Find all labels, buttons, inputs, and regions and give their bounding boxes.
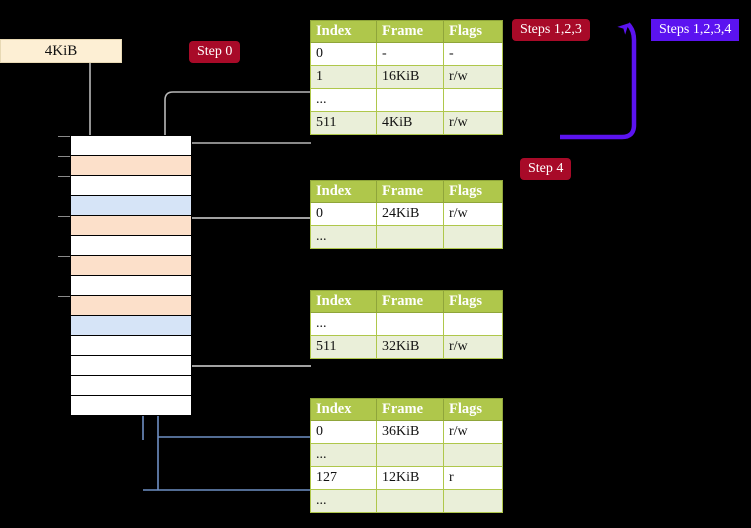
column-header-flags: Flags: [443, 180, 503, 203]
memory-frame-row: [71, 196, 191, 216]
memory-frame-row: [71, 376, 191, 396]
memory-tick: [58, 256, 71, 257]
table-cell: 511: [310, 335, 377, 359]
table-cell: 12KiB: [376, 466, 444, 490]
table-cell: 36KiB: [376, 420, 444, 444]
table-cell: r/w: [443, 420, 503, 444]
table-row: 0--: [310, 42, 503, 66]
memory-frame-row: [71, 176, 191, 196]
column-header-index: Index: [310, 180, 377, 203]
memory-frame-row: [71, 236, 191, 256]
table-cell: 4KiB: [376, 111, 444, 135]
table-cell: 511: [310, 111, 377, 135]
column-header-index: Index: [310, 290, 377, 313]
memory-frame-row: [71, 356, 191, 376]
badge-step-4: Step 4: [520, 158, 572, 180]
table-cell: ...: [310, 225, 377, 249]
table-cell: [376, 88, 444, 112]
table-cell: [376, 312, 444, 336]
column-header-index: Index: [310, 398, 377, 421]
table-cell: 0: [310, 420, 377, 444]
table-cell: [443, 489, 503, 513]
memory-frame-row: [71, 216, 191, 236]
table-cell: [443, 88, 503, 112]
badge-steps-123: Steps 1,2,3: [512, 19, 590, 41]
table-cell: ...: [310, 312, 377, 336]
memory-tick: [58, 176, 71, 177]
table-cell: 127: [310, 466, 377, 490]
memory-frame-row: [71, 156, 191, 176]
table-cell: ...: [310, 443, 377, 467]
table-cell: [443, 443, 503, 467]
memory-frame-row: [71, 396, 191, 416]
column-header-frame: Frame: [376, 180, 444, 203]
column-header-frame: Frame: [376, 20, 444, 43]
memory-size-box: 4KiB: [0, 39, 122, 63]
memory-frame-row: [71, 136, 191, 156]
table-cell: [376, 489, 444, 513]
column-header-frame: Frame: [376, 398, 444, 421]
memory-frame-row: [71, 296, 191, 316]
table-cell: [376, 225, 444, 249]
table-cell: 24KiB: [376, 202, 444, 226]
table-cell: 0: [310, 42, 377, 66]
memory-tick: [58, 216, 71, 217]
table-cell: 0: [310, 202, 377, 226]
table-cell: [376, 443, 444, 467]
column-header-flags: Flags: [443, 20, 503, 43]
column-header-frame: Frame: [376, 290, 444, 313]
memory-tick: [58, 296, 71, 297]
table-cell: r/w: [443, 202, 503, 226]
table-cell: [443, 312, 503, 336]
table-cell: -: [443, 42, 503, 66]
memory-frame-row: [71, 256, 191, 276]
memory-frame-row: [71, 336, 191, 356]
table-cell: ...: [310, 489, 377, 513]
badge-steps-1234: Steps 1,2,3,4: [651, 19, 740, 41]
table-cell: ...: [310, 88, 377, 112]
memory-frame-row: [71, 316, 191, 336]
badge-step-0: Step 0: [189, 41, 241, 63]
table-row: ...: [310, 225, 503, 249]
table-cell: 16KiB: [376, 65, 444, 89]
column-header-index: Index: [310, 20, 377, 43]
table-row: ...: [310, 312, 503, 336]
table-cell: r: [443, 466, 503, 490]
table-cell: r/w: [443, 111, 503, 135]
memory-tick: [58, 136, 71, 137]
table-cell: r/w: [443, 65, 503, 89]
table-cell: 1: [310, 65, 377, 89]
table-row: ...: [310, 489, 503, 513]
table-cell: r/w: [443, 335, 503, 359]
table-row: ...: [310, 443, 503, 467]
table-row: ...: [310, 88, 503, 112]
memory-tick: [58, 156, 71, 157]
column-header-flags: Flags: [443, 290, 503, 313]
column-header-flags: Flags: [443, 398, 503, 421]
physical-memory-column: [70, 135, 192, 416]
memory-frame-row: [71, 276, 191, 296]
table-cell: -: [376, 42, 444, 66]
table-cell: 32KiB: [376, 335, 444, 359]
table-cell: [443, 225, 503, 249]
